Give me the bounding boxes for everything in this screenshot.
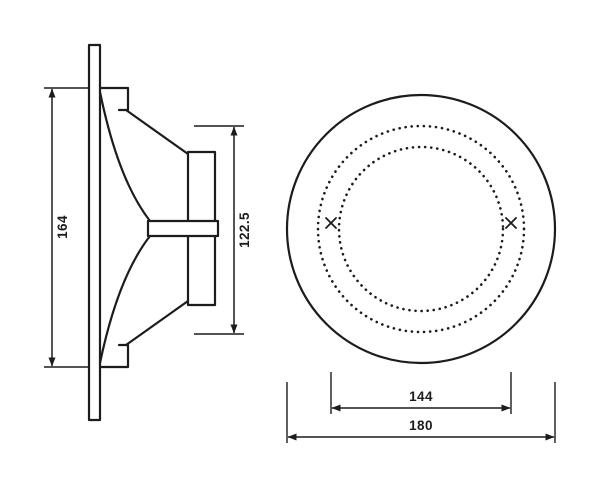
dim-label-inner-height: 122.5 [237, 212, 252, 248]
front-view: 144 180 [285, 93, 557, 443]
side-view: 164 122.5 [44, 43, 252, 422]
dim-label-outer-diameter: 180 [409, 418, 433, 433]
mounting-hole-left [325, 217, 337, 229]
side-view-cone-bottom [98, 234, 152, 365]
front-view-dotted-circle-outer [316, 124, 526, 334]
front-view-outer-circle [285, 93, 557, 365]
side-view-basket-bottom [124, 299, 190, 347]
dimension-outer-diameter: 180 [286, 382, 556, 443]
dimension-hole-spacing: 144 [330, 372, 512, 414]
side-view-bottom-bracket [98, 343, 130, 369]
side-view-cone-top [98, 90, 152, 223]
dimension-overall-height: 164 [44, 87, 90, 368]
dimension-inner-height: 122.5 [194, 125, 252, 335]
dim-label-hole-spacing: 144 [409, 389, 433, 404]
side-view-basket-top [124, 108, 190, 156]
side-view-top-bracket [98, 86, 130, 112]
dim-label-overall-height: 164 [55, 215, 70, 239]
front-view-dotted-circle-inner [337, 145, 505, 313]
side-view-flange [87, 43, 102, 422]
side-view-pole-bar [146, 219, 220, 238]
mounting-hole-right [505, 217, 517, 229]
